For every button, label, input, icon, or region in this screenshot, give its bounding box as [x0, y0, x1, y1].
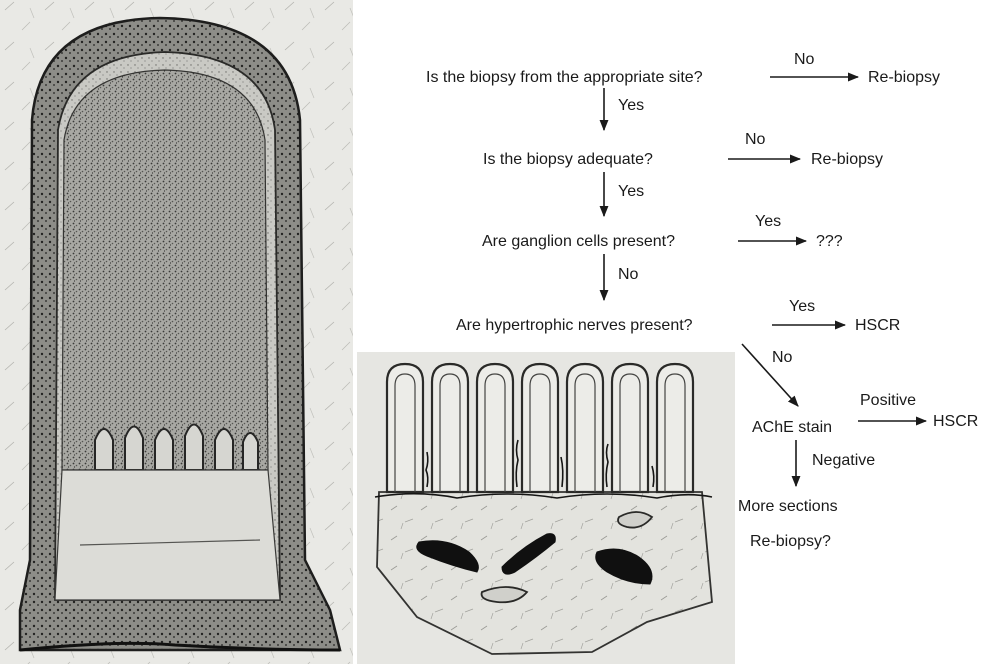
label-yes-hypertrophic: Yes — [789, 298, 815, 315]
outcome-rebiopsy-adequate: Re-biopsy — [811, 151, 883, 168]
outcome-hscr-ache: HSCR — [933, 413, 978, 430]
label-no-adequate: No — [745, 131, 766, 148]
outcome-rebiopsy-site: Re-biopsy — [868, 69, 940, 86]
label-no-ganglion: No — [618, 266, 639, 283]
question-appropriate-site: Is the biopsy from the appropriate site? — [426, 69, 703, 86]
question-adequate: Is the biopsy adequate? — [483, 151, 653, 168]
label-yes-adequate: Yes — [618, 183, 644, 200]
outcome-unknown: ??? — [816, 233, 843, 250]
label-yes-ganglion: Yes — [755, 213, 781, 230]
outcome-hscr-hypertrophic: HSCR — [855, 317, 900, 334]
label-no-site: No — [794, 51, 815, 68]
outcome-more-sections: More sections — [738, 498, 838, 515]
outcome-rebiopsy-question: Re-biopsy? — [750, 533, 831, 550]
label-yes-site: Yes — [618, 97, 644, 114]
label-no-hypertrophic: No — [772, 349, 793, 366]
question-ganglion-cells: Are ganglion cells present? — [482, 233, 675, 250]
ache-stain: AChE stain — [752, 419, 832, 436]
question-hypertrophic-nerves: Are hypertrophic nerves present? — [456, 317, 693, 334]
label-positive: Positive — [860, 392, 916, 409]
label-negative: Negative — [812, 452, 875, 469]
